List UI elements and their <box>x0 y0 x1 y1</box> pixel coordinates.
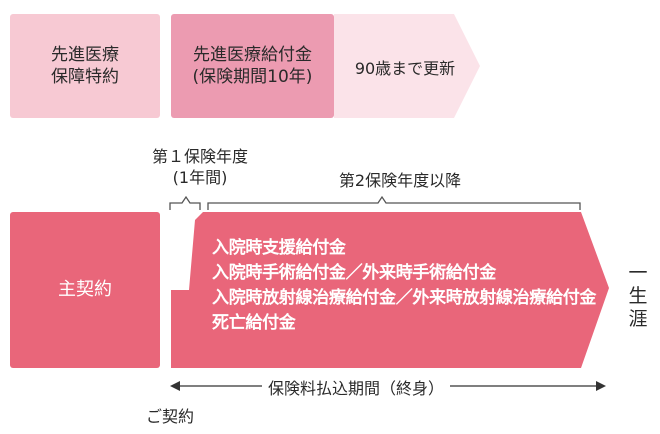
benefit-item: 入院時放射線治療給付金／外来時放射線治療給付金 <box>212 288 597 308</box>
benefit-list: 入院時支援給付金 入院時手術給付金／外来時手術給付金 入院時放射線治療給付金／外… <box>212 236 596 336</box>
lifetime-char: 生 <box>628 285 648 307</box>
first-year-label: 第１保険年度 (1年間) <box>132 146 268 188</box>
lifetime-char: 一 <box>628 262 648 284</box>
second-year-label: 第2保険年度以降 <box>338 171 462 190</box>
benefit-item: 入院時支援給付金 <box>212 238 346 258</box>
payment-arrowhead-left <box>170 381 180 391</box>
rider-line2: 保障特約 <box>51 67 119 87</box>
advanced-medical-benefit-box: 先進医療給付金 (保険期間10年) <box>171 14 334 118</box>
benefit-line1: 先進医療給付金 <box>193 44 312 65</box>
payment-arrowhead-right <box>596 381 606 391</box>
first-year-brace <box>169 195 201 210</box>
main-contract-label: 主契約 <box>58 279 112 301</box>
benefit-item: 入院時手術給付金／外来時手術給付金 <box>212 263 496 283</box>
rider-line1: 先進医療 <box>51 44 119 65</box>
main-period-arrow <box>171 212 609 368</box>
rider-box: 先進医療 保障特約 <box>10 14 160 118</box>
renewal-arrow-shape <box>334 14 480 118</box>
main-contract-box: 主契約 <box>10 212 160 368</box>
renewal-label: 90歳まで更新 <box>354 59 456 78</box>
second-year-brace <box>207 195 581 210</box>
lifetime-char: 涯 <box>628 308 648 330</box>
lifetime-label: 一 生 涯 <box>626 262 650 331</box>
renewal-arrow <box>334 14 480 118</box>
main-period-arrow-shape <box>171 212 609 368</box>
payment-period-label: 保険料払込期間（終身） <box>262 375 451 399</box>
first-year-line2: (1年間) <box>172 168 228 187</box>
first-year-line1: 第１保険年度 <box>151 147 248 166</box>
benefit-item: 死亡給付金 <box>212 313 296 333</box>
benefit-line2: (保険期間10年) <box>192 67 313 87</box>
contract-start-label: ご契約 <box>146 407 195 426</box>
period-braces <box>169 195 581 210</box>
